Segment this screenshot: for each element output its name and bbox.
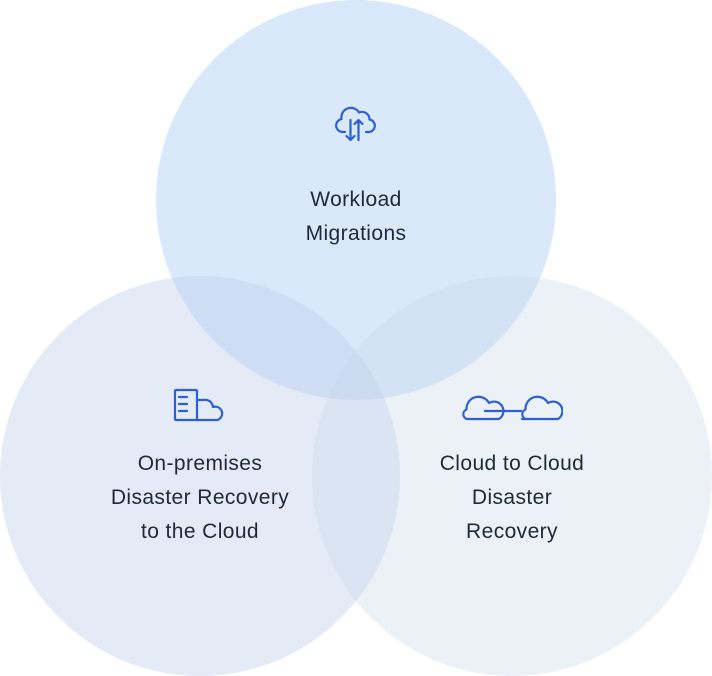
cloud-link-cloud-icon: [462, 395, 563, 421]
label-workload-migrations: Workload Migrations: [236, 183, 476, 251]
circle-workload-migrations: [156, 0, 556, 400]
label-on-premises-dr: On-premises Disaster Recovery to the Clo…: [80, 447, 320, 549]
node-on-premises-dr: On-premises Disaster Recovery to the Clo…: [80, 388, 320, 549]
circle-on-premises-dr: [0, 276, 400, 676]
node-workload-migrations: Workload Migrations: [236, 100, 476, 251]
label-line: Disaster: [471, 486, 553, 509]
node-cloud-to-cloud-dr: Cloud to Cloud Disaster Recovery: [392, 388, 632, 549]
label-line: Recovery: [466, 520, 558, 543]
label-line: to the Cloud: [140, 520, 260, 543]
circle-cloud-to-cloud-dr: [312, 276, 712, 676]
label-line: Disaster Recovery: [110, 486, 290, 509]
label-line: Workload: [310, 188, 402, 211]
label-line: Migrations: [305, 222, 407, 245]
label-line: On-premises: [137, 452, 263, 475]
label-line: Cloud to Cloud: [439, 452, 585, 475]
server-to-cloud-icon: [173, 388, 224, 422]
cloud-upload-download-icon: [335, 106, 376, 142]
label-cloud-to-cloud-dr: Cloud to Cloud Disaster Recovery: [392, 447, 632, 549]
